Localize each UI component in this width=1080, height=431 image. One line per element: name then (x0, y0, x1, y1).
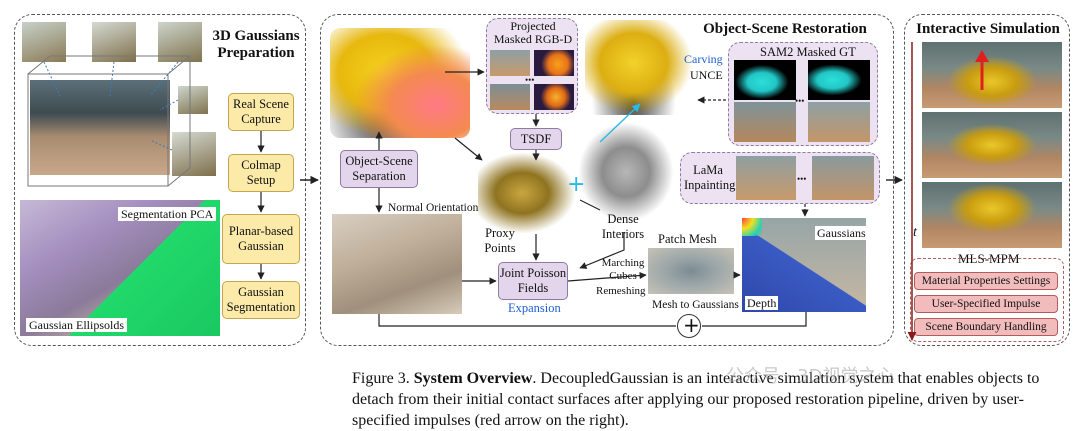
figure-caption: Figure 3. System Overview. DecoupledGaus… (352, 368, 1068, 431)
caption-figure-number: Figure 3. (352, 370, 410, 387)
capture-view-arrows (44, 62, 178, 150)
watermark: 公众号 · 3D视觉之心 (726, 370, 894, 384)
capture-wireframe (28, 56, 190, 186)
caption-bold-title: System Overview (414, 370, 533, 387)
